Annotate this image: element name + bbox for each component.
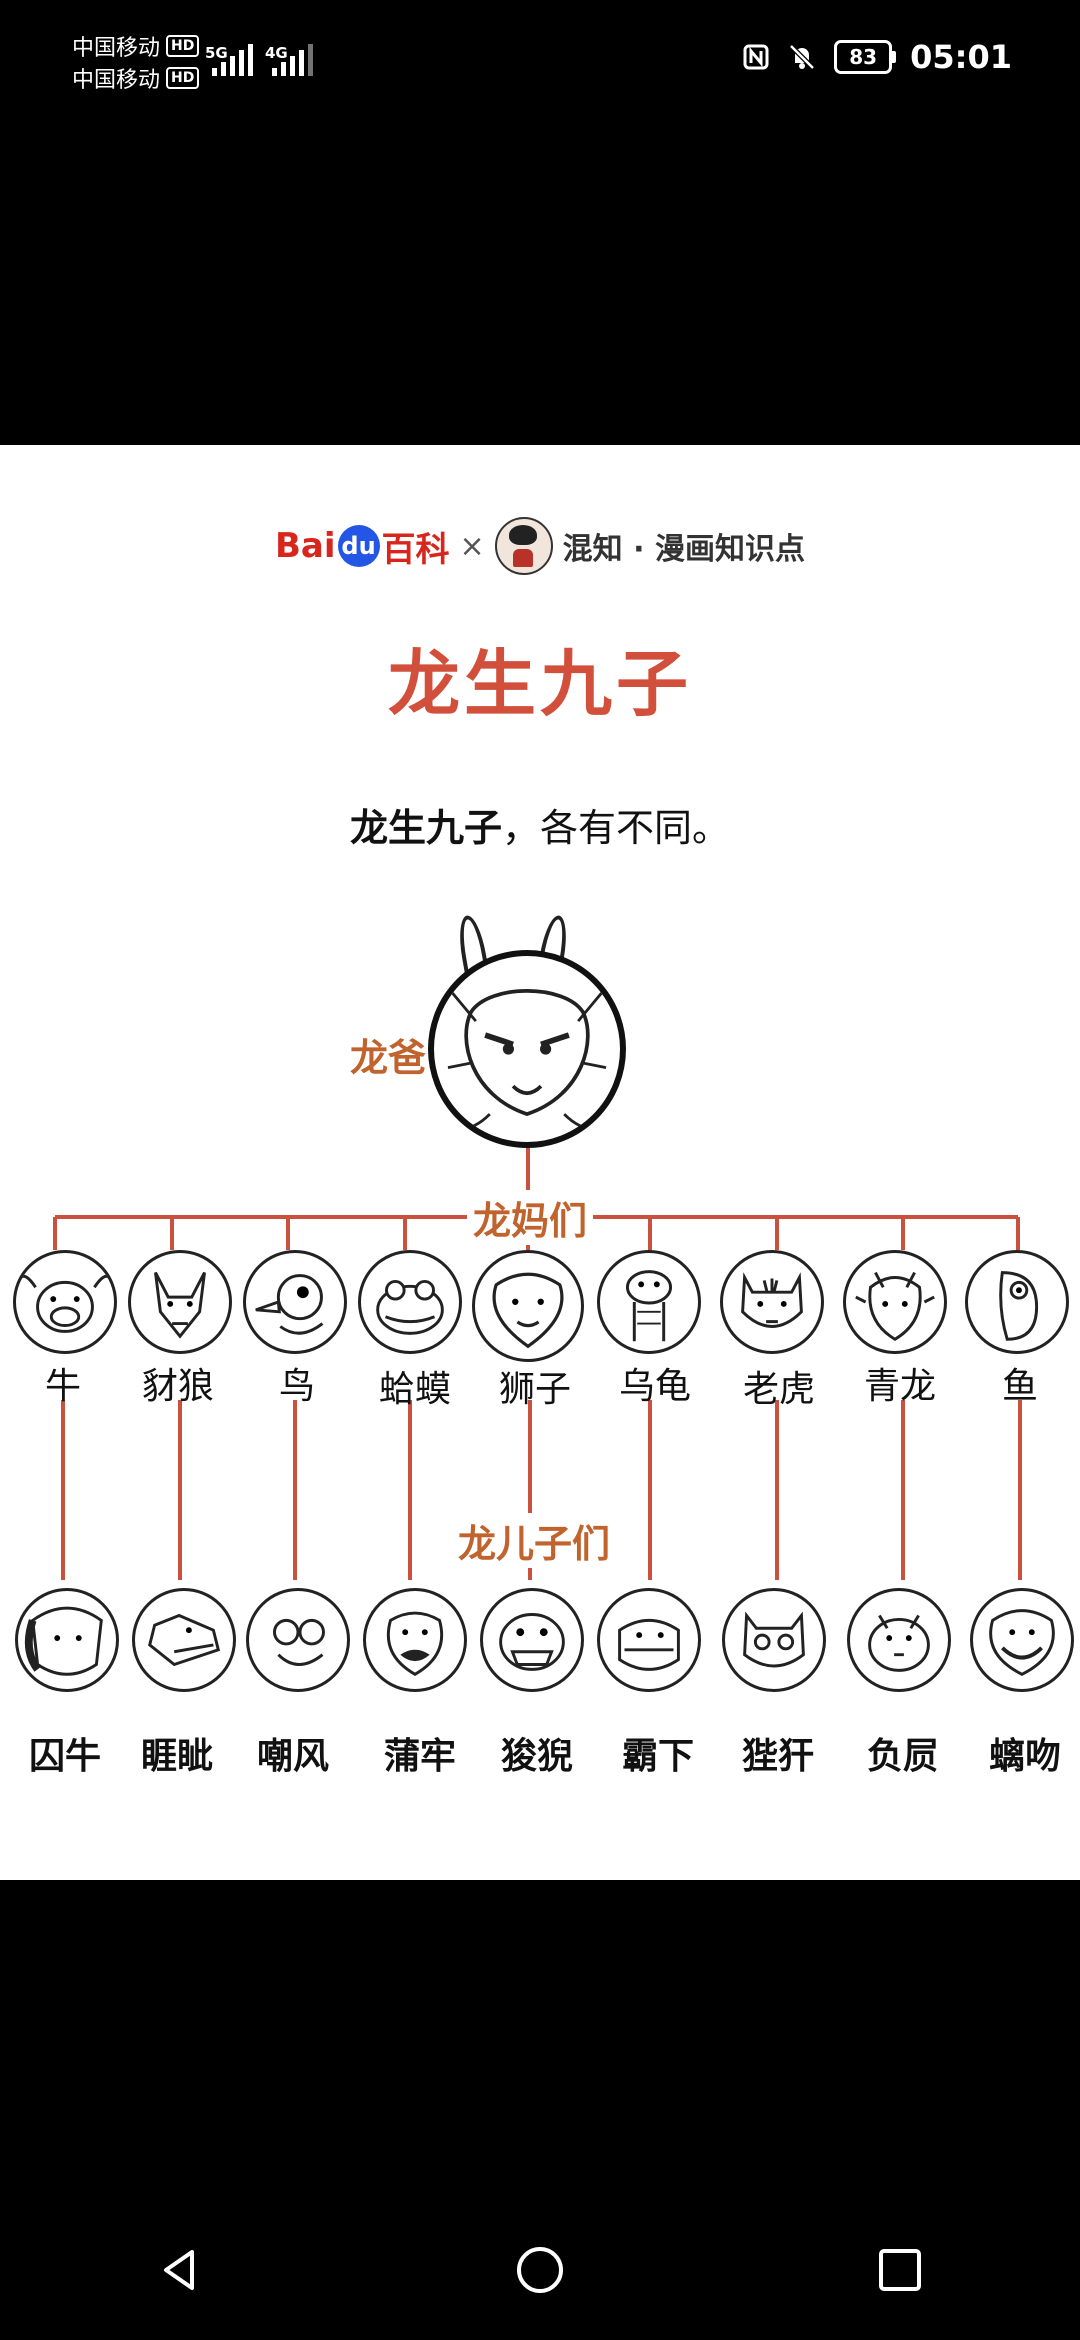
home-circle-icon: [517, 2247, 563, 2293]
carrier-2-label: 中国移动: [72, 68, 161, 93]
mother-label-9: 鱼: [1001, 1366, 1038, 1407]
son-label-6: 霸下: [621, 1736, 694, 1777]
recent-square-icon: [879, 2249, 921, 2291]
carrier-2: 中国移动 HD: [72, 62, 200, 94]
battery-indicator: 83: [834, 40, 897, 74]
son-label-7: 狴犴: [741, 1736, 814, 1777]
network-4g: 4G: [265, 44, 288, 62]
son-label-5: 狻猊: [500, 1736, 573, 1777]
back-button[interactable]: [140, 2230, 220, 2310]
baxia-portrait-icon: [597, 1588, 701, 1692]
mother-label-3: 鸟: [278, 1366, 315, 1407]
times-sign: ×: [459, 528, 485, 564]
mother-label-4: 蛤蟆: [378, 1369, 451, 1410]
mothers-label: 龙妈们: [467, 1190, 594, 1245]
brand-suffix: 百科: [381, 529, 450, 570]
lion-portrait-icon: [472, 1250, 584, 1362]
sons-label: 龙儿子们: [452, 1513, 617, 1568]
mascot-avatar-icon: [494, 517, 553, 575]
tiger-portrait-icon: [720, 1250, 824, 1354]
bian-portrait-icon: [722, 1588, 826, 1692]
mother-label-1: 牛: [44, 1366, 81, 1407]
son-label-3: 嘲风: [256, 1736, 329, 1777]
brand-prefix: Bai: [275, 526, 336, 566]
home-button[interactable]: [500, 2230, 580, 2310]
azure-dragon-portrait-icon: [843, 1250, 947, 1354]
hd-badge-2: HD: [166, 67, 200, 89]
signal-4g-icon: [272, 42, 313, 76]
jackal-portrait-icon: [128, 1250, 232, 1354]
mother-label-8: 青龙: [863, 1366, 936, 1407]
logo-row: Bai du 百科 × 混知 · 漫画知识点: [0, 517, 1080, 575]
clock: 05:01: [910, 38, 1012, 76]
signal-5g-icon: [212, 42, 253, 76]
hd-badge-1: HD: [166, 35, 200, 57]
dragon-face-icon: [447, 989, 607, 1131]
suanni-portrait-icon: [480, 1588, 584, 1692]
chaofeng-portrait-icon: [246, 1588, 350, 1692]
mother-label-6: 乌龟: [618, 1366, 691, 1407]
status-bar: 中国移动 HD 中国移动 HD 5G 4G 83 05:01: [0, 0, 1080, 130]
paw-icon: du: [337, 525, 380, 567]
son-label-8: 负屃: [866, 1736, 939, 1777]
turtle-portrait-icon: [597, 1250, 701, 1354]
carrier-1: 中国移动 HD: [72, 30, 200, 62]
subtitle: 龙生九子，各有不同。: [0, 797, 1080, 852]
network-5g: 5G: [205, 44, 228, 62]
subtitle-rest: ，各有不同。: [502, 806, 731, 850]
toad-portrait-icon: [358, 1250, 462, 1354]
mother-label-7: 老虎: [742, 1369, 815, 1410]
partner-logo-text: 混知 · 漫画知识点: [562, 532, 805, 567]
dragon-father-portrait: [428, 950, 626, 1148]
qiuniu-portrait-icon: [15, 1588, 119, 1692]
infographic-image[interactable]: Bai du 百科 × 混知 · 漫画知识点 龙生九子 龙生九子，各有不同。: [0, 445, 1080, 1880]
pulao-portrait-icon: [363, 1588, 467, 1692]
mute-bell-icon: [789, 44, 815, 70]
subtitle-bold: 龙生九子: [349, 806, 502, 850]
mother-label-2: 豺狼: [141, 1366, 214, 1407]
son-label-2: 睚眦: [140, 1736, 213, 1777]
carrier-1-label: 中国移动: [72, 36, 161, 61]
back-triangle-icon: [164, 2250, 194, 2290]
son-label-9: 螭吻: [988, 1736, 1061, 1777]
page-title: 龙生九子: [387, 642, 692, 726]
mother-label-5: 狮子: [498, 1369, 571, 1410]
ox-portrait-icon: [13, 1250, 117, 1354]
status-right: 83 05:01: [742, 38, 1012, 76]
system-nav-bar: [0, 2200, 1080, 2340]
bird-portrait-icon: [243, 1250, 347, 1354]
nfc-icon: [743, 44, 769, 70]
father-label: 龙爸: [350, 1036, 427, 1080]
recent-apps-button[interactable]: [860, 2230, 940, 2310]
chiwen-portrait-icon: [970, 1588, 1074, 1692]
baidu-baike-logo: Bai du 百科: [275, 522, 450, 571]
son-label-4: 蒲牢: [383, 1736, 456, 1777]
son-label-1: 囚牛: [28, 1736, 101, 1777]
fuxi-portrait-icon: [847, 1588, 951, 1692]
fish-portrait-icon: [965, 1250, 1069, 1354]
yazi-portrait-icon: [132, 1588, 236, 1692]
